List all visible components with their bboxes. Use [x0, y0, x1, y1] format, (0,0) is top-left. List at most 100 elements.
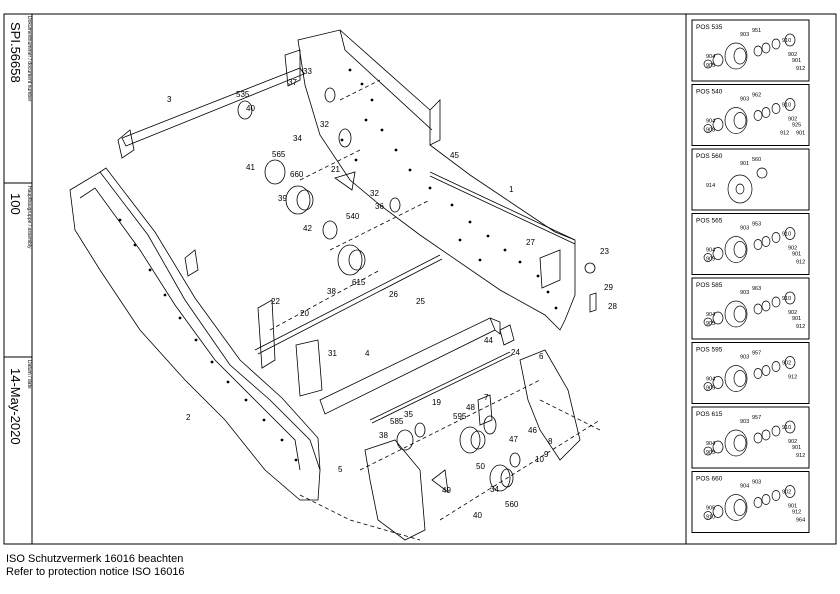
pulley-set: [237, 87, 521, 492]
detail-part-number: 903: [740, 226, 749, 232]
part-sketch: [703, 227, 796, 263]
detail-part-number: 957: [752, 351, 761, 357]
callout: 40: [246, 104, 255, 113]
part-sketch: [703, 98, 796, 134]
callout: 24: [511, 348, 520, 357]
detail-part-number: 905: [706, 506, 715, 512]
detail-part-number: 912: [788, 375, 797, 381]
detail-part-number: 901: [788, 504, 797, 510]
lower-rod: [369, 351, 513, 424]
callout: 38: [379, 431, 388, 440]
detail-part-number: 908: [706, 128, 715, 134]
callout: 36: [375, 202, 384, 211]
detail-part-number: 902: [788, 52, 797, 58]
callout: 20: [300, 309, 309, 318]
date: 14-May-2020: [8, 368, 23, 445]
callout: 615: [352, 278, 366, 287]
detail-part-number: 910: [782, 232, 791, 238]
exploded-assembly-drawing: [69, 29, 601, 541]
callout: 47: [509, 435, 518, 444]
detail-part-number: 904: [706, 119, 715, 125]
detail-part-number: 560: [752, 157, 761, 163]
bracket-plate: [295, 339, 323, 397]
detail-panel-title: POS 615: [696, 411, 723, 418]
detail-part-number: 904: [706, 248, 715, 254]
detail-part-number: 903: [740, 419, 749, 425]
detail-part-number: 957: [752, 415, 761, 421]
upper-side-plate: [297, 29, 576, 331]
callout: 585: [390, 417, 404, 426]
detail-part-number: 910: [782, 103, 791, 109]
detail-part-number: 912: [796, 260, 805, 266]
part-sketch: [703, 485, 796, 521]
callout: 565: [272, 150, 286, 159]
detail-part-number: 902: [782, 490, 791, 496]
detail-part-number: 964: [796, 518, 805, 524]
callout: 37: [288, 78, 297, 87]
callout: 6: [539, 352, 544, 361]
detail-panel-title: POS 535: [696, 24, 723, 31]
shaft-rod: [254, 254, 443, 355]
callout: 560: [505, 500, 519, 509]
detail-panel-title: POS 585: [696, 282, 723, 289]
document-number: SPI.56658: [8, 22, 23, 83]
footer-line-de: ISO Schutzvermerk 16016 beachten: [6, 553, 184, 565]
detail-part-number: 901: [740, 161, 749, 167]
callout: 27: [526, 238, 535, 247]
callout: 32: [370, 189, 379, 198]
detail-part-number: 901: [792, 445, 801, 451]
detail-part-number: 905: [706, 321, 715, 327]
callout: 25: [416, 297, 425, 306]
detail-panel-title: POS 560: [696, 153, 723, 160]
detail-part-number: 903: [740, 97, 749, 103]
callout: 22: [271, 297, 280, 306]
callout: 1: [509, 185, 514, 194]
callout: 40: [473, 511, 482, 520]
date-label: Datum / date: [26, 360, 32, 389]
callout: 38: [327, 287, 336, 296]
detail-part-number: 925: [792, 123, 801, 129]
callout: 2: [186, 413, 191, 422]
callout: 39: [278, 194, 287, 203]
callout: 9: [544, 450, 549, 459]
detail-part-number: 912: [796, 66, 805, 72]
cross-beam: [319, 317, 496, 415]
detail-part-number: 901: [792, 252, 801, 258]
callout: 595: [453, 412, 467, 421]
callout: 3: [167, 95, 172, 104]
detail-part-number: 904: [706, 377, 715, 383]
detail-part-number: 962: [752, 93, 761, 99]
assembly-number: 100: [8, 193, 23, 215]
detail-panel-title: POS 565: [696, 218, 723, 225]
callout: 44: [484, 336, 493, 345]
callout: 10: [535, 455, 544, 464]
callout: 35: [404, 410, 413, 419]
callout: 21: [331, 165, 340, 174]
callout: 8: [548, 437, 553, 446]
detail-part-number: 903: [740, 32, 749, 38]
callout: 660: [290, 170, 304, 179]
footer-notice: ISO Schutzvermerk 16016 beachten Refer t…: [6, 553, 185, 579]
detail-part-number: 910: [782, 296, 791, 302]
detail-part-number: 951: [752, 28, 761, 34]
callout: 4: [365, 349, 370, 358]
detail-part-number: 902: [782, 361, 791, 367]
detail-part-number: 905: [706, 386, 715, 392]
assembly-label: Hauptbaugruppe / assembly: [26, 186, 32, 249]
callout: 535: [236, 90, 250, 99]
callout: 46: [528, 426, 537, 435]
detail-part-number: 912: [792, 510, 801, 516]
callout: 7: [484, 393, 489, 402]
detail-part-number: 903: [740, 290, 749, 296]
callout: 540: [346, 212, 360, 221]
detail-part-number: 904: [706, 312, 715, 318]
part-sketch: [703, 356, 796, 392]
callout-labels: 1 2 3 4 5 6 7 8 9 10 19 20 21 22 23 24 2…: [167, 67, 617, 520]
